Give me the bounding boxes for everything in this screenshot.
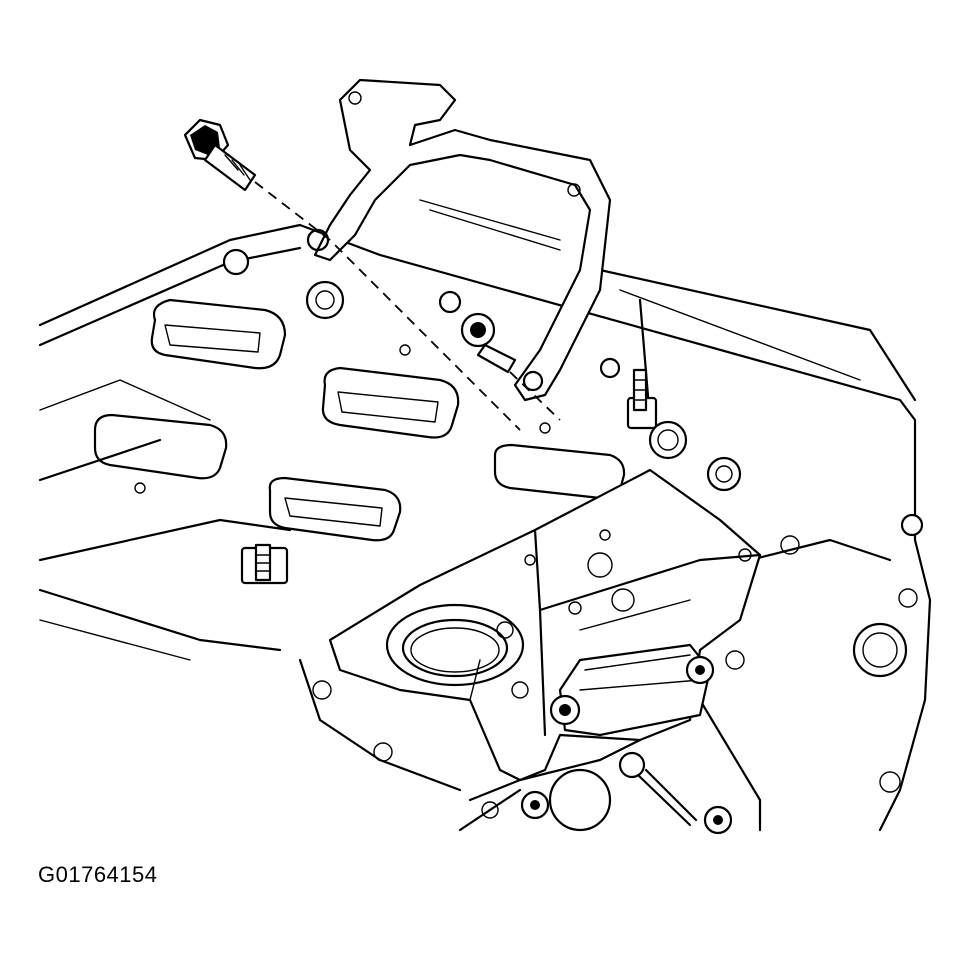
bracket-bolt-lower — [462, 314, 515, 372]
manifold-nuts — [224, 250, 922, 833]
bolt-path-line — [255, 182, 520, 430]
figure-id-label: G01764154 — [38, 862, 158, 887]
cylinder-head-ports — [95, 300, 624, 540]
studs — [242, 370, 656, 583]
engine-block-bosses — [135, 345, 917, 830]
bolt-path-line-2 — [510, 372, 560, 420]
cylinder-head — [40, 200, 930, 830]
exhaust-manifold-illustration — [0, 0, 970, 860]
exhaust-manifold — [330, 470, 760, 780]
bracket-bolt-upper — [185, 120, 255, 190]
manifold-support-bracket — [308, 80, 610, 400]
lower-stud — [620, 753, 696, 825]
